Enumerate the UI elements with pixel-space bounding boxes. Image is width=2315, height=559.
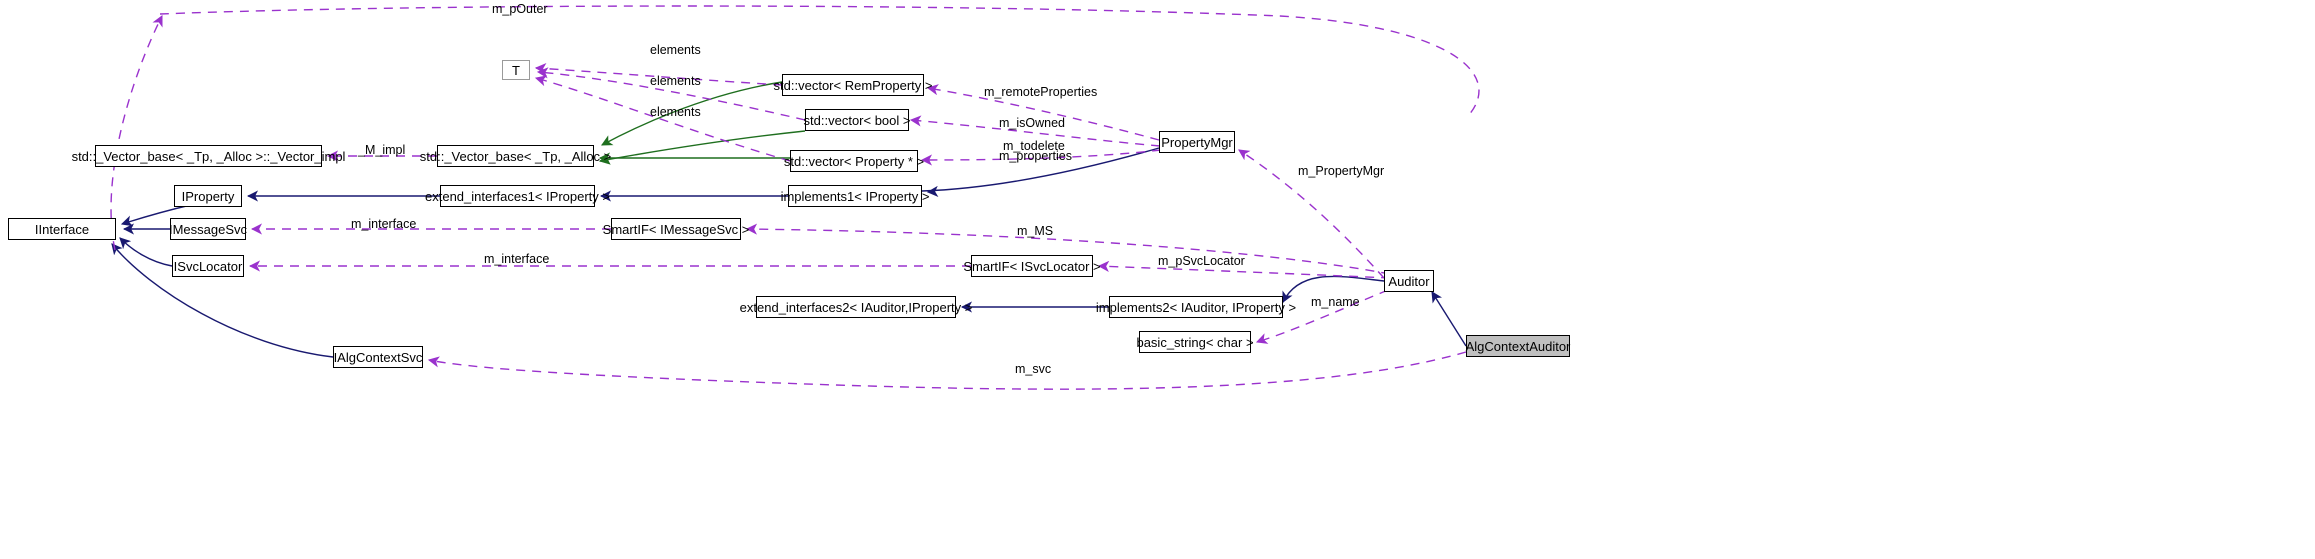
edge-label-elements1: elements	[650, 43, 701, 57]
edge-label-m_pOuter: m_pOuter	[492, 2, 548, 16]
edge-label-elements3: elements	[650, 105, 701, 119]
class-node-label: Auditor	[1388, 273, 1430, 289]
edge-label-m_interface2: m_interface	[484, 252, 550, 266]
class-node-vector_impl[interactable]: std::_Vector_base< _Tp, _Alloc >::_Vecto…	[72, 145, 345, 167]
edge-label-m_PropertyMgr: m_PropertyMgr	[1298, 164, 1385, 178]
class-node-propertymgr[interactable]: PropertyMgr	[1159, 131, 1235, 153]
edge-label-_M_impl: _M_impl	[358, 143, 406, 157]
class-node-label: T	[512, 62, 520, 78]
class-node-smartif_msg[interactable]: SmartIF< IMessageSvc >	[603, 218, 749, 240]
class-node-vec_propptr[interactable]: std::vector< Property * >	[784, 150, 924, 172]
edge-label-m_todelete: m_todelete	[1003, 139, 1065, 153]
class-node-algctxauditor[interactable]: AlgContextAuditor	[1466, 335, 1570, 357]
class-node-label: std::vector< bool >	[803, 112, 911, 128]
class-node-implements1[interactable]: implements1< IProperty >	[781, 185, 929, 207]
class-node-label: SmartIF< IMessageSvc >	[602, 221, 750, 237]
class-node-tparam[interactable]: T	[502, 60, 530, 80]
class-node-basic_string[interactable]: basic_string< char >	[1136, 331, 1254, 353]
class-node-auditor[interactable]: Auditor	[1384, 270, 1434, 292]
class-node-label: IInterface	[34, 221, 90, 237]
edge-label-elements2: elements	[650, 74, 701, 88]
class-node-vec_remprop[interactable]: std::vector< RemProperty >	[774, 74, 932, 96]
class-node-label: IAlgContextSvc	[333, 349, 423, 365]
class-node-label: ISvcLocator	[173, 258, 243, 274]
edge-label-m_properties: m_properties	[999, 149, 1072, 163]
class-node-label: std::_Vector_base< _Tp, _Alloc >::_Vecto…	[71, 148, 346, 164]
edge-label-m_isOwned: m_isOwned	[999, 116, 1065, 130]
edge-label-m_remoteProperties: m_remoteProperties	[984, 85, 1098, 99]
class-node-extend1[interactable]: extend_interfaces1< IProperty >	[425, 185, 610, 207]
edge-label-m_pSvcLocator: m_pSvcLocator	[1158, 254, 1245, 268]
class-node-ialgcontextsvc[interactable]: IAlgContextSvc	[333, 346, 423, 368]
class-node-label: std::vector< Property * >	[783, 153, 925, 169]
class-node-implements2[interactable]: implements2< IAuditor, IProperty >	[1096, 296, 1296, 318]
class-node-iproperty[interactable]: IProperty	[174, 185, 242, 207]
edge-label-m_svc: m_svc	[1015, 362, 1052, 376]
template-binding-edges	[598, 81, 806, 165]
class-node-vector_base[interactable]: std::_Vector_base< _Tp, _Alloc >	[420, 145, 611, 167]
edge-label-m_interface1: m_interface	[351, 217, 417, 231]
class-node-label: std::_Vector_base< _Tp, _Alloc >	[419, 148, 612, 164]
class-node-label: SmartIF< ISvcLocator >	[963, 258, 1101, 274]
class-node-extend2[interactable]: extend_interfaces2< IAuditor,IProperty >	[740, 296, 972, 318]
class-node-label: implements1< IProperty >	[780, 188, 930, 204]
class-node-label: AlgContextAuditor	[1465, 338, 1571, 354]
class-node-label: extend_interfaces2< IAuditor,IProperty >	[739, 299, 973, 315]
class-node-imessagesvc[interactable]: IMessageSvc	[168, 218, 248, 240]
class-node-label: IProperty	[181, 188, 235, 204]
class-node-label: std::vector< RemProperty >	[773, 77, 933, 93]
edge-label-m_MS: m_MS	[1017, 224, 1054, 238]
class-node-label: extend_interfaces1< IProperty >	[425, 188, 611, 204]
class-node-iinterface[interactable]: IInterface	[8, 218, 116, 240]
usage-edges	[110, 5, 1480, 390]
class-node-label: IMessageSvc	[168, 221, 248, 237]
class-node-isvclocator[interactable]: ISvcLocator	[172, 255, 244, 277]
class-node-label: implements2< IAuditor, IProperty >	[1095, 299, 1297, 315]
class-node-smartif_svc[interactable]: SmartIF< ISvcLocator >	[963, 255, 1101, 277]
class-node-label: basic_string< char >	[1136, 334, 1254, 350]
edge-label-m_name: m_name	[1311, 295, 1360, 309]
class-node-label: PropertyMgr	[1161, 134, 1233, 150]
inheritance-edges	[111, 147, 1467, 358]
class-node-vec_bool[interactable]: std::vector< bool >	[803, 109, 911, 131]
